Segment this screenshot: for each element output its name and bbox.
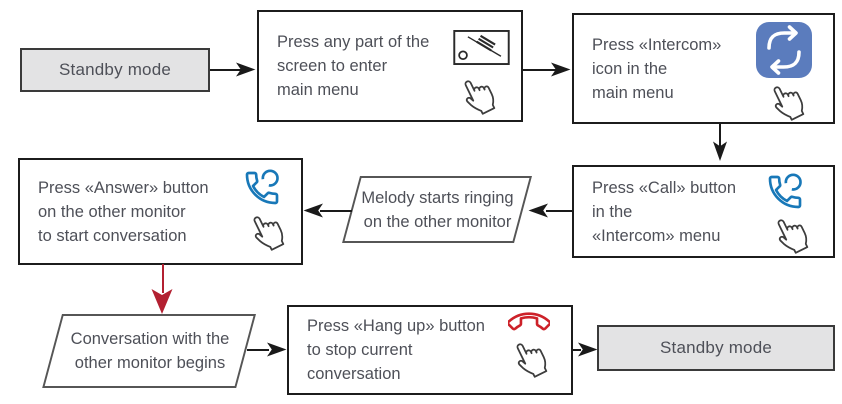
node-text-line: to stop current [307, 341, 413, 359]
node-text-line: to start conversation [38, 226, 187, 245]
node-conversation-text: Conversation with the other monitor begi… [45, 314, 255, 388]
node-label: Standby mode [58, 60, 172, 79]
node-text-line: Press «Call» button [592, 178, 736, 197]
hangup-handset-icon [508, 311, 550, 332]
call-handset-icon [765, 172, 805, 212]
node-standby-end: Standby mode [597, 325, 835, 371]
tap-hand-icon [457, 72, 499, 118]
node-text: Press «Answer» button on the other monit… [20, 160, 209, 263]
node-text-line: Press «Hang up» button [307, 317, 485, 335]
node-text-line: main menu [277, 81, 359, 99]
node-text: Press «Hang up» button to stop current c… [289, 307, 485, 393]
node-press-intercom: Press «Intercom» icon in the main menu [572, 13, 835, 124]
node-press-answer: Press «Answer» button on the other monit… [18, 158, 303, 265]
node-text-line: Press «Answer» button [38, 178, 209, 197]
node-text-line: Press «Intercom» [592, 35, 722, 54]
node-press-call: Press «Call» button in the «Intercom» me… [572, 165, 835, 258]
node-text-line: Press any part of the [277, 33, 430, 51]
node-text-line: main menu [592, 83, 674, 102]
node-text-line: on the other monitor [363, 212, 512, 231]
node-text-line: conversation [307, 365, 401, 383]
tap-hand-icon [509, 335, 551, 381]
node-text-line: «Intercom» menu [592, 226, 721, 245]
node-text: Press «Call» button in the «Intercom» me… [574, 167, 736, 256]
touchscreen-icon [453, 30, 510, 65]
intercom-loop-icon [756, 22, 812, 78]
tap-hand-icon [246, 208, 288, 254]
node-press-screen: Press any part of the screen to enter ma… [257, 10, 523, 122]
node-text-line: icon in the [592, 59, 668, 78]
node-text-line: screen to enter [277, 57, 388, 75]
node-text-line: on the other monitor [38, 202, 186, 221]
node-standby-start: Standby mode [20, 48, 210, 92]
node-press-hangup: Press «Hang up» button to stop current c… [287, 305, 573, 395]
call-handset-icon [242, 168, 282, 208]
node-text: Press any part of the screen to enter ma… [259, 12, 429, 120]
tap-hand-icon [770, 211, 812, 257]
node-label: Standby mode [659, 338, 773, 357]
node-text: Press «Intercom» icon in the main menu [574, 15, 721, 122]
node-text-line: Conversation with the [70, 330, 230, 348]
node-text-line: Melody starts ringing [361, 188, 514, 207]
tap-hand-icon [766, 78, 808, 124]
node-melody-text: Melody starts ringing on the other monit… [345, 176, 530, 243]
node-text-line: in the [592, 202, 633, 221]
node-text-line: other monitor begins [74, 354, 226, 372]
